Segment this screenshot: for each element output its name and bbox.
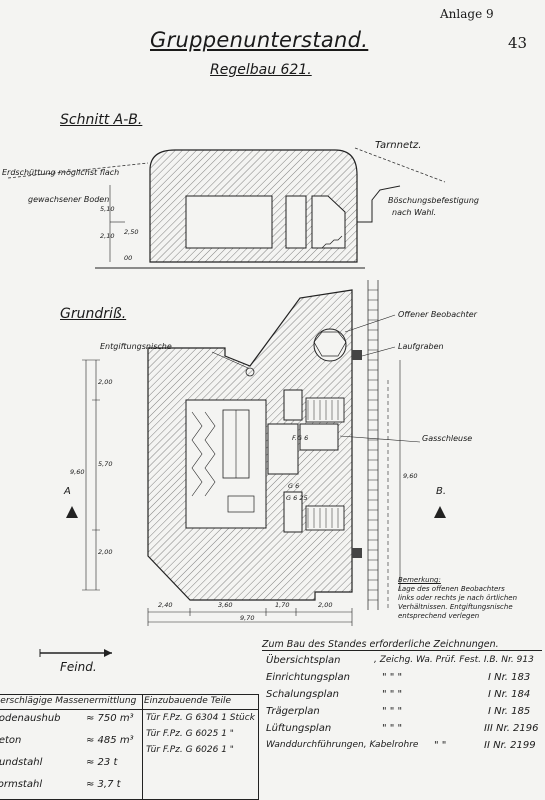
- drawing-ref: I Nr. 185: [488, 706, 531, 717]
- drawing-ditto: " " ": [382, 723, 403, 734]
- bemerkung-line: Lage des offenen Beobachters: [398, 585, 505, 593]
- drawing-name: Schalungsplan: [266, 689, 339, 700]
- mass-name: Formstahl: [0, 779, 43, 790]
- parts-header: Einzubauende Teile: [144, 696, 232, 706]
- dim-510: 5,10: [100, 205, 115, 213]
- mass-name: Rundstahl: [0, 757, 43, 768]
- dim-00: 00: [124, 254, 133, 262]
- drawings-table: Zum Bau des Standes erforderliche Zeichn…: [262, 638, 542, 758]
- label-feind: Feind.: [60, 660, 97, 674]
- mass-value: ≈ 3,7 t: [86, 779, 121, 790]
- dim-bottom: 3,60: [218, 601, 233, 609]
- mass-name: Bodenaushub: [0, 713, 61, 724]
- plan-heading: Grundriß.: [60, 306, 127, 322]
- drawing-ref: I Nr. 184: [488, 689, 531, 700]
- door-label: G 6 25: [286, 494, 308, 502]
- label-erdschuettung: Erdschüttung möglichst flach: [2, 168, 120, 177]
- bemerkung-line: links oder rechts je nach örtlichen: [398, 594, 518, 602]
- drawing-ref: , Zeichg. Wa. Prüf. Fest. I.B. Nr. 913: [374, 655, 534, 665]
- drawing-ref: II Nr. 2199: [484, 740, 536, 751]
- page-number: 43: [508, 34, 528, 52]
- drawing-ref: III Nr. 2196: [484, 723, 539, 734]
- door-label: G 6: [288, 482, 300, 490]
- drawing-name: Einrichtungsplan: [266, 672, 350, 683]
- dim-250: 2,50: [124, 228, 139, 236]
- label-entgiftungsnische: Entgiftungsnische: [100, 342, 172, 351]
- dim-left: 2,00: [98, 378, 113, 386]
- drawing-ref: I Nr. 183: [488, 672, 531, 683]
- label-section-a: A: [64, 486, 71, 497]
- label-gasschleuse: Gasschleuse: [422, 434, 473, 443]
- dim-left: 2,00: [98, 548, 113, 556]
- anlage-label: Anlage 9: [440, 7, 494, 21]
- page-subtitle: Regelbau 621.: [210, 62, 312, 78]
- dim-total-width: 9,70: [240, 614, 255, 622]
- part-row: Tür F.Pz. G 6025 1 ": [146, 729, 234, 739]
- drawing-name: Lüftungsplan: [266, 723, 332, 734]
- mass-value: ≈ 750 m³: [86, 713, 134, 724]
- label-tarnnetz: Tarnnetz.: [375, 140, 422, 151]
- dim-right: 9,60: [403, 472, 418, 480]
- part-row: Tür F.Pz. G 6304 1 Stück: [146, 713, 255, 723]
- door-label: F.G 6: [292, 434, 309, 442]
- dim-left: 5,70: [98, 460, 113, 468]
- drawings-table-header: Zum Bau des Standes erforderliche Zeichn…: [262, 639, 542, 651]
- divider: [0, 709, 258, 710]
- bemerkung-line: entsprechend verlegen: [398, 612, 480, 620]
- dim-bottom: 2,00: [318, 601, 333, 609]
- bemerkung-note: Bemerkung: Lage des offenen Beobachters …: [398, 576, 517, 621]
- mass-name: Beton: [0, 735, 22, 746]
- drawing-ditto: " " ": [382, 706, 403, 717]
- divider: [142, 695, 143, 799]
- label-laufgraben: Laufgraben: [398, 342, 444, 351]
- label-boeschung-1: Böschungsbefestigung: [388, 196, 479, 205]
- dim-bottom: 2,40: [158, 601, 173, 609]
- masses-parts-table: Überschlägige Massenermittlung Einzubaue…: [0, 694, 259, 800]
- section-drawing: [7, 147, 446, 269]
- dim-total-height: 9,60: [70, 468, 85, 476]
- part-row: Tür F.Pz. G 6026 1 ": [146, 745, 234, 755]
- section-heading: Schnitt A-B.: [60, 112, 143, 128]
- mass-value: ≈ 485 m³: [86, 735, 134, 746]
- dim-bottom: 1,70: [275, 601, 290, 609]
- label-boeschung-2: nach Wahl.: [392, 208, 437, 217]
- label-gewachsener-boden: gewachsener Boden: [28, 195, 110, 204]
- drawing-name: Übersichtsplan: [266, 655, 341, 666]
- plan-drawing: [39, 280, 446, 657]
- drawing-ditto: " ": [434, 740, 447, 751]
- page-title: Gruppenunterstand.: [150, 28, 369, 52]
- bemerkung-line: Verhältnissen. Entgiftungsnische: [398, 603, 513, 611]
- label-section-b: B.: [436, 486, 447, 497]
- dim-210: 2,10: [100, 232, 115, 240]
- mass-value: ≈ 23 t: [86, 757, 118, 768]
- drawing-ditto: " " ": [382, 689, 403, 700]
- drawing-name: Trägerplan: [266, 706, 320, 717]
- label-offener-beobachter: Offener Beobachter: [398, 310, 477, 319]
- drawing-ditto: " " ": [382, 672, 403, 683]
- drawing-name: Wanddurchführungen, Kabelrohre: [266, 740, 419, 750]
- bemerkung-line: Bemerkung:: [398, 576, 441, 584]
- masses-header: Überschlägige Massenermittlung: [0, 696, 137, 706]
